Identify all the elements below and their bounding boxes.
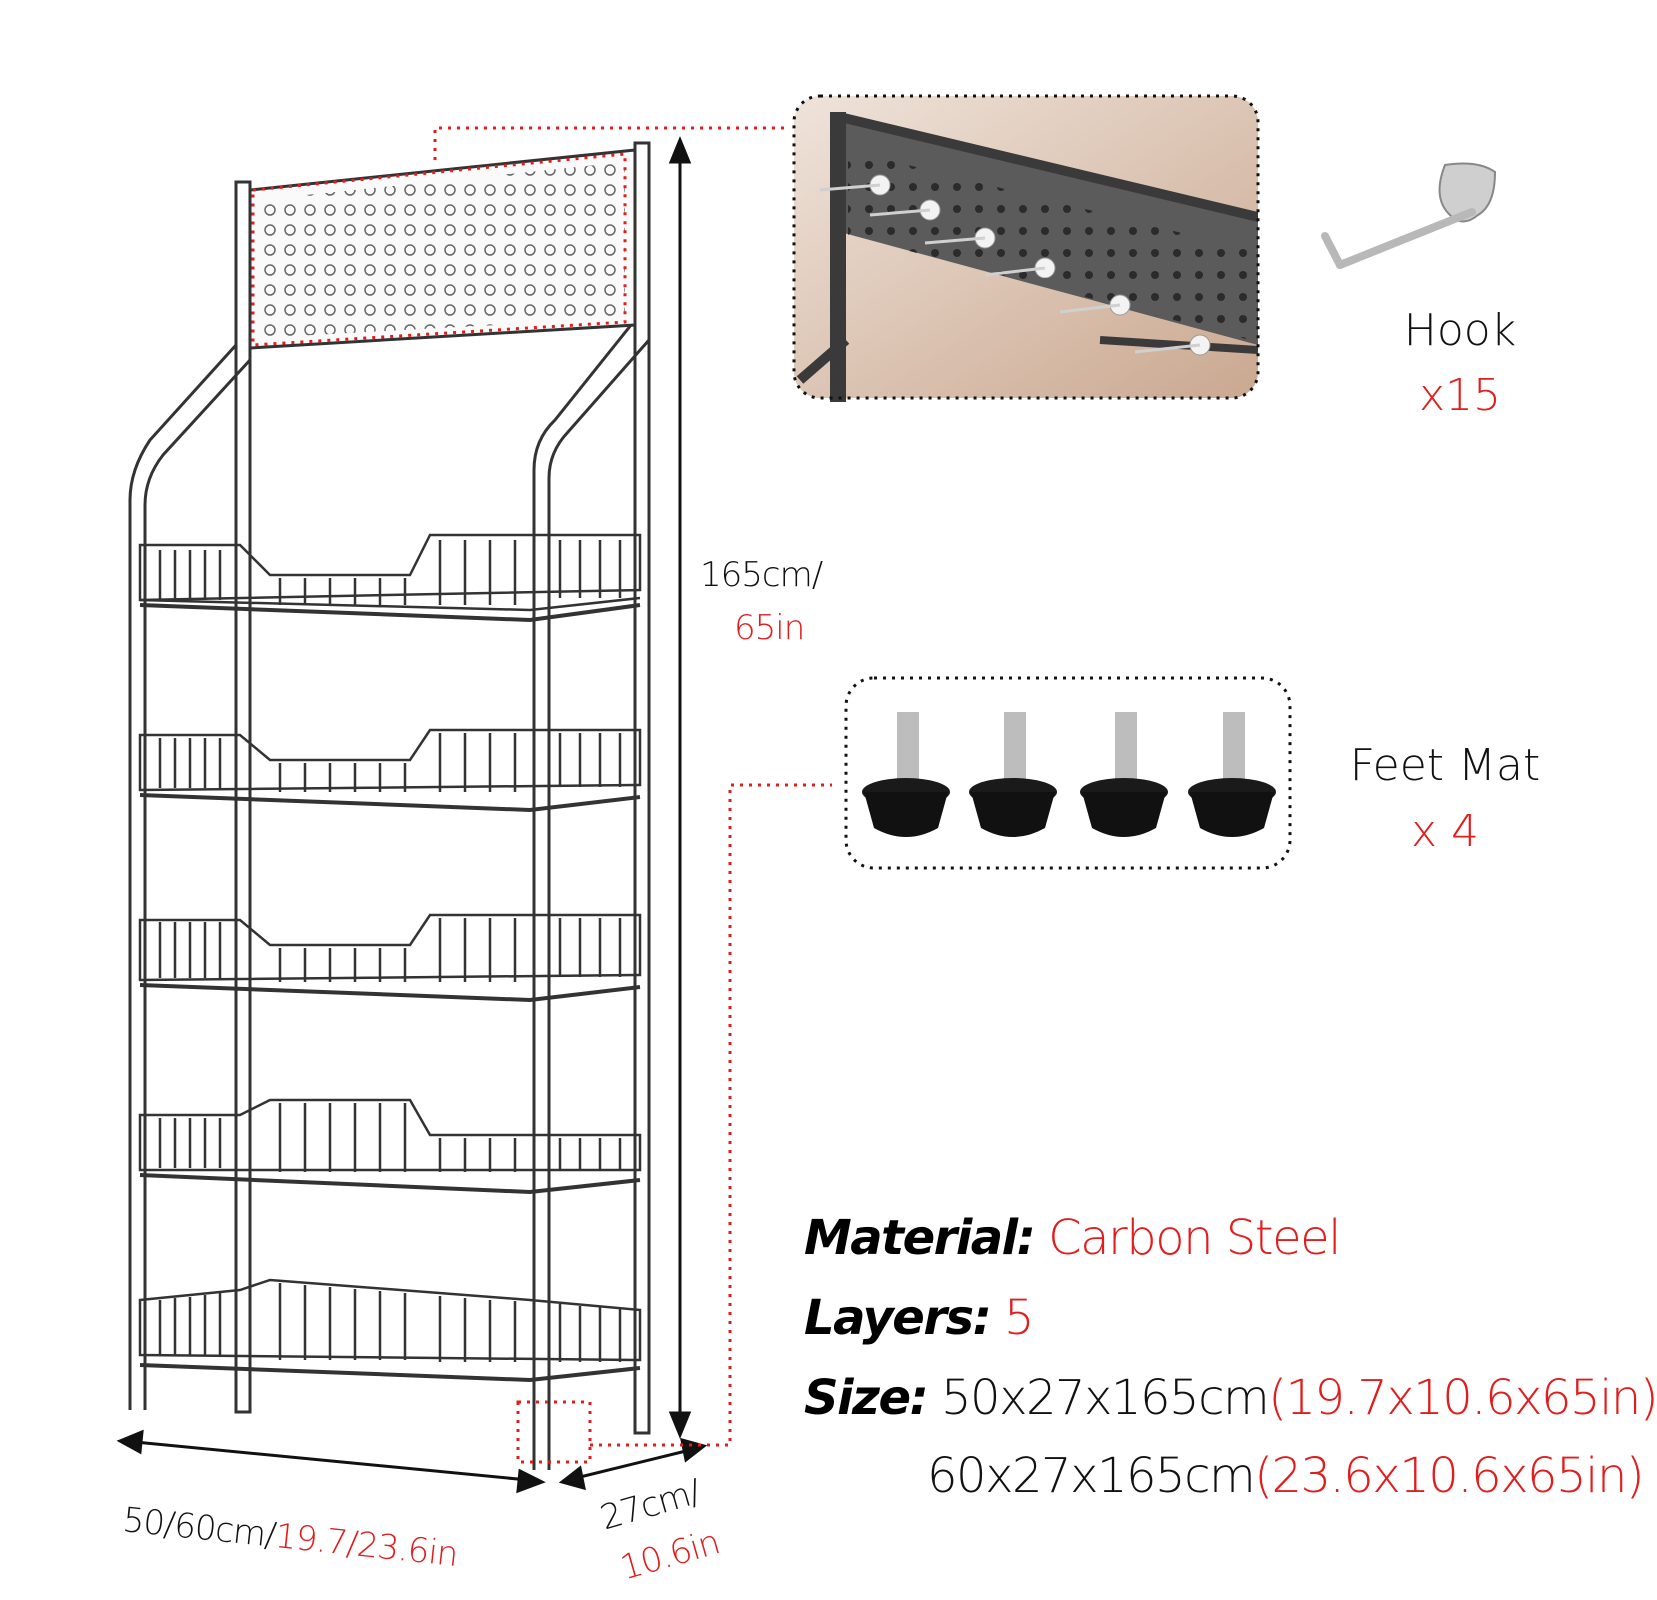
size-imperial-2: (23.6x10.6x65in) bbox=[1254, 1448, 1644, 1504]
baskets bbox=[138, 533, 642, 1383]
layers-value: 5 bbox=[1004, 1290, 1035, 1346]
feet-mats-image bbox=[844, 676, 1292, 870]
material-label: Material: bbox=[804, 1210, 1036, 1266]
feet-leader-line bbox=[590, 783, 832, 1447]
feet-mat-quantity: x 4 bbox=[1410, 806, 1480, 857]
layers-label: Layers: bbox=[804, 1290, 992, 1346]
feet-mat-label: Feet Mat bbox=[1349, 740, 1541, 791]
size-imperial-1: (19.7x10.6x65in) bbox=[1268, 1370, 1657, 1426]
spec-size: Size: 50x27x165cm(19.7x10.6x65in) bbox=[804, 1370, 1657, 1426]
rack-frame bbox=[128, 141, 651, 1470]
height-arrow bbox=[668, 136, 692, 1439]
material-value: Carbon Steel bbox=[1048, 1210, 1341, 1266]
size-metric-2: 60x27x165cm bbox=[927, 1448, 1256, 1504]
size-metric-1: 50x27x165cm bbox=[940, 1370, 1270, 1426]
foot-4 bbox=[1188, 712, 1276, 837]
spec-material: Material: Carbon Steel bbox=[804, 1210, 1341, 1266]
spec-layers: Layers: 5 bbox=[804, 1290, 1035, 1346]
basket-4 bbox=[138, 1098, 642, 1195]
hook-label: Hook bbox=[1403, 305, 1517, 356]
pegboard-panel bbox=[248, 148, 637, 350]
foot-2 bbox=[969, 712, 1057, 837]
basket-5 bbox=[138, 1278, 642, 1383]
foot-highlight bbox=[516, 1400, 592, 1464]
pegboard-closeup-image bbox=[792, 94, 1260, 402]
rack-illustration bbox=[116, 94, 1497, 1494]
spec-size-row-2: 60x27x165cm(23.6x10.6x65in) bbox=[927, 1448, 1645, 1504]
basket-3 bbox=[138, 913, 642, 1003]
height-metric: 165cm/ bbox=[700, 555, 823, 595]
height-imperial: 65in bbox=[734, 608, 805, 648]
size-label: Size: bbox=[804, 1370, 929, 1426]
basket-2 bbox=[138, 728, 642, 813]
hook-leader-line bbox=[433, 126, 786, 160]
foot-1 bbox=[862, 712, 950, 837]
foot-3 bbox=[1080, 712, 1168, 837]
hook-quantity: x15 bbox=[1418, 370, 1502, 421]
width-arrow bbox=[116, 1429, 546, 1494]
hook-image bbox=[1321, 162, 1497, 269]
basket-1 bbox=[138, 533, 642, 623]
